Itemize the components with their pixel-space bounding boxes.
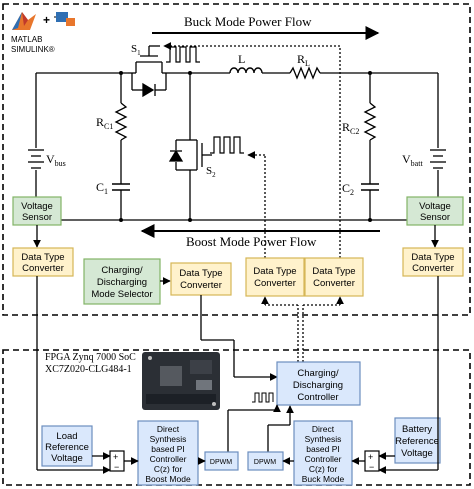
dtc-right xyxy=(402,247,464,277)
dtc-right-line2: Converter xyxy=(412,263,454,274)
dpwm-to-controller-wires xyxy=(227,404,294,455)
battery-reference-block xyxy=(394,417,441,464)
sum-left-plus: + xyxy=(113,452,118,462)
plus-sign: + xyxy=(43,13,50,27)
batt-ref-line1: Battery xyxy=(402,424,432,435)
controller-line3: Controller xyxy=(297,392,338,403)
rc2-resistor xyxy=(363,102,377,141)
controller-line1: Charging/ xyxy=(297,368,339,379)
dtc-mid-line1: Data Type xyxy=(179,268,222,279)
voltage-sensor-left-line1: Voltage xyxy=(21,201,53,212)
gate-signal-paths xyxy=(163,42,344,362)
dtc-s2 xyxy=(245,257,305,297)
load-ref-line3: Voltage xyxy=(51,453,83,464)
dtc-s2-line1: Data Type xyxy=(253,266,296,277)
s2-label: S2 xyxy=(206,165,216,179)
matlab-logo xyxy=(12,12,36,30)
simulink-text: SIMULINK® xyxy=(11,45,55,54)
rc1-label: RC1 xyxy=(96,115,113,131)
voltage-sensor-left-line2: Sensor xyxy=(22,212,52,223)
batt-ref-line2: Reference xyxy=(395,436,439,447)
dtc-s1-line1: Data Type xyxy=(312,266,355,277)
c2-label: C2 xyxy=(342,181,354,197)
dtc-right-line1: Data Type xyxy=(411,252,454,263)
pi-boost-line6: Boost Mode xyxy=(145,474,191,484)
fpga-region-border xyxy=(2,349,471,486)
junction-dots xyxy=(119,71,372,222)
buck-flow-label: Buck Mode Power Flow xyxy=(184,14,312,29)
pi-boost-line5: C(z) for xyxy=(154,464,183,474)
rl-label: RL xyxy=(297,52,310,68)
simulink-logo xyxy=(54,12,75,26)
pi-boost-line3: based PI xyxy=(151,444,185,454)
dtc-s1 xyxy=(304,257,364,297)
pi-buck-line4: Controller xyxy=(305,454,342,464)
fpga-label-line1: FPGA Zynq 7000 SoC xyxy=(45,352,136,363)
voltage-sensor-right-line2: Sensor xyxy=(420,212,450,223)
dtc-mid xyxy=(170,262,232,296)
rc1-resistor xyxy=(114,102,128,141)
s2-gate-pulse xyxy=(210,136,244,154)
voltage-sensor-right-line1: Voltage xyxy=(419,201,451,212)
s1-gate-pulse xyxy=(166,46,200,63)
load-ref-line1: Load xyxy=(56,431,77,442)
mode-selector-line3: Mode Selector xyxy=(91,289,152,300)
top-region-border xyxy=(2,3,471,316)
pi-buck-line2: Synthesis xyxy=(305,434,342,444)
vbatt-label: Vbatt xyxy=(402,152,423,168)
dtc-s1-line2: Converter xyxy=(313,278,355,289)
dtc-left-line1: Data Type xyxy=(21,252,64,263)
controller-line2: Discharging xyxy=(293,380,343,391)
dpwm-left-label: DPWM xyxy=(210,459,232,466)
power-circuit-wires xyxy=(35,72,439,221)
load-reference-block xyxy=(41,425,93,467)
rl-resistor xyxy=(289,66,321,80)
pi-buck-block xyxy=(293,420,353,486)
mode-selector xyxy=(83,258,161,305)
s1-label: S1 xyxy=(131,43,141,57)
inductor-label: L xyxy=(238,52,245,66)
c2-capacitor xyxy=(361,183,379,191)
pi-boost-line2: Synthesis xyxy=(150,434,187,444)
boost-flow-label: Boost Mode Power Flow xyxy=(186,234,317,249)
batt-ref-line3: Voltage xyxy=(401,448,433,459)
dtc-left xyxy=(12,247,74,277)
matlab-text: MATLAB xyxy=(11,35,42,44)
feedback-wires xyxy=(36,276,439,474)
vbus-label: Vbus xyxy=(46,152,66,168)
mode-selector-line2: Discharging xyxy=(97,277,147,288)
sum-left-minus: − xyxy=(114,462,119,472)
controller-block xyxy=(276,361,361,406)
c1-capacitor xyxy=(112,183,130,191)
fpga-board-image xyxy=(142,352,220,410)
c1-label: C1 xyxy=(96,180,108,196)
mode-to-controller-wire xyxy=(200,295,278,381)
dtc-left-line2: Converter xyxy=(22,263,64,274)
dtc-mid-line2: Converter xyxy=(180,280,222,291)
pi-boost-line4: Controller xyxy=(150,454,187,464)
sensor-taps xyxy=(35,200,439,220)
pi-buck-line1: Direct xyxy=(312,424,335,434)
fpga-label-line2: XC7Z020-CLG484-1 xyxy=(45,364,132,375)
sum-right-minus: − xyxy=(369,462,374,472)
pi-buck-line5: C(z) for xyxy=(309,464,338,474)
mode-selector-line1: Charging/ xyxy=(101,265,143,276)
dpwm-right-label: DPWM xyxy=(254,459,276,466)
vbus-source xyxy=(28,149,44,169)
vbatt-source xyxy=(430,149,446,169)
pi-buck-line6: Buck Mode xyxy=(302,474,345,484)
pi-buck-line3: based PI xyxy=(306,444,340,454)
dtc-s2-line2: Converter xyxy=(254,278,296,289)
rc2-label: RC2 xyxy=(342,120,359,136)
load-ref-line2: Reference xyxy=(45,442,89,453)
s1-mosfet xyxy=(128,45,170,98)
inductor xyxy=(229,67,263,74)
pi-boost-line1: Direct xyxy=(157,424,180,434)
pi-boost-block xyxy=(137,420,199,486)
controller-pulse-icon xyxy=(252,392,274,403)
s2-mosfet xyxy=(168,139,212,171)
sum-right-plus: + xyxy=(368,452,373,462)
